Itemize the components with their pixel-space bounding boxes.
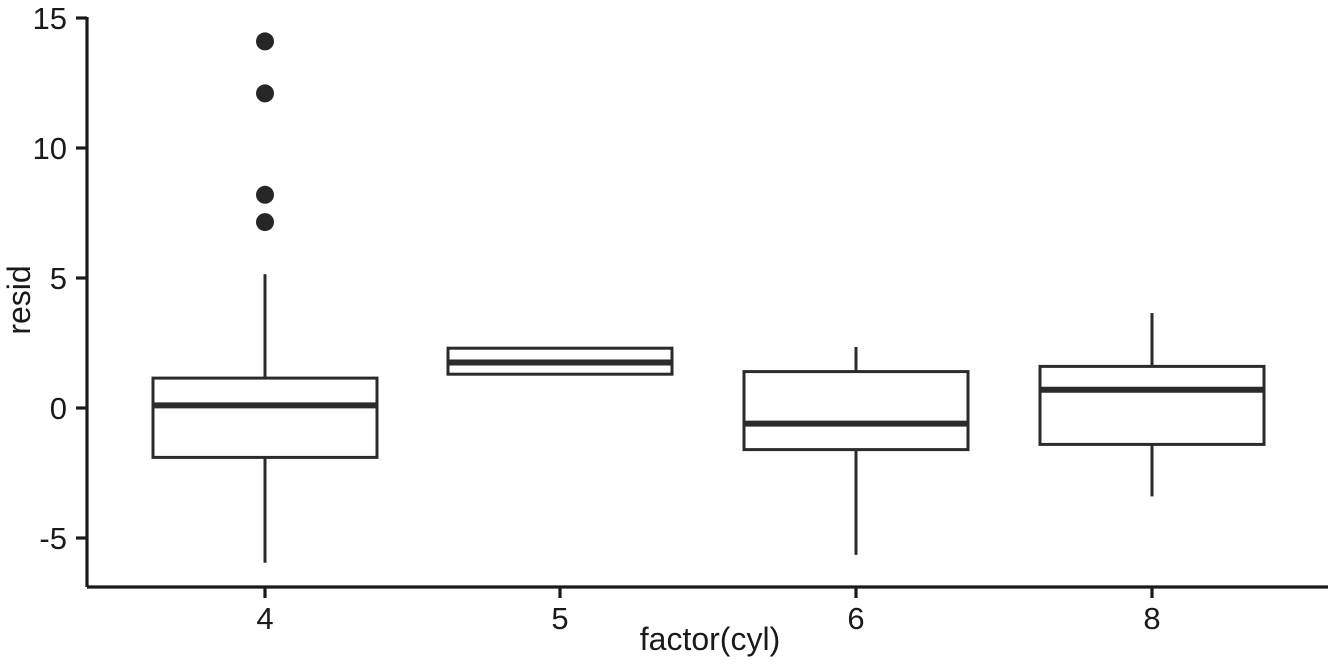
x-tick-marks	[263, 587, 1154, 598]
boxplot-series	[151, 32, 1266, 563]
x-axis-title: factor(cyl)	[640, 621, 780, 657]
y-tick-label: 15	[33, 1, 67, 36]
y-tick-marks	[76, 16, 87, 540]
y-tick-label: 10	[33, 131, 67, 166]
boxplot-box-5	[446, 346, 674, 376]
outlier-point	[256, 185, 274, 204]
y-tick-label: 5	[50, 261, 67, 296]
boxplot-box-8	[1038, 313, 1266, 497]
x-tick-label: 4	[256, 601, 273, 636]
x-axis-group: 4 5 6 8	[87, 585, 1328, 636]
y-axis-group: 15 10 5 0 -5	[33, 1, 89, 587]
y-tick-labels: 15 10 5 0 -5	[33, 1, 67, 556]
y-tick-label: 0	[50, 391, 67, 426]
outlier-point	[256, 213, 274, 232]
x-tick-label: 6	[847, 601, 864, 636]
box-iqr-rect	[151, 376, 379, 459]
x-tick-label: 5	[551, 601, 568, 636]
y-tick-label: -5	[39, 521, 67, 556]
y-axis-title: resid	[1, 265, 37, 334]
outlier-point	[256, 84, 274, 103]
box-iqr-rect	[742, 370, 970, 452]
box-iqr-rect	[1038, 364, 1266, 446]
x-tick-label: 8	[1143, 601, 1160, 636]
boxplot-box-4	[151, 32, 379, 563]
x-tick-labels: 4 5 6 8	[256, 601, 1160, 636]
boxplot-box-6	[742, 346, 970, 555]
outlier-point	[256, 32, 274, 51]
